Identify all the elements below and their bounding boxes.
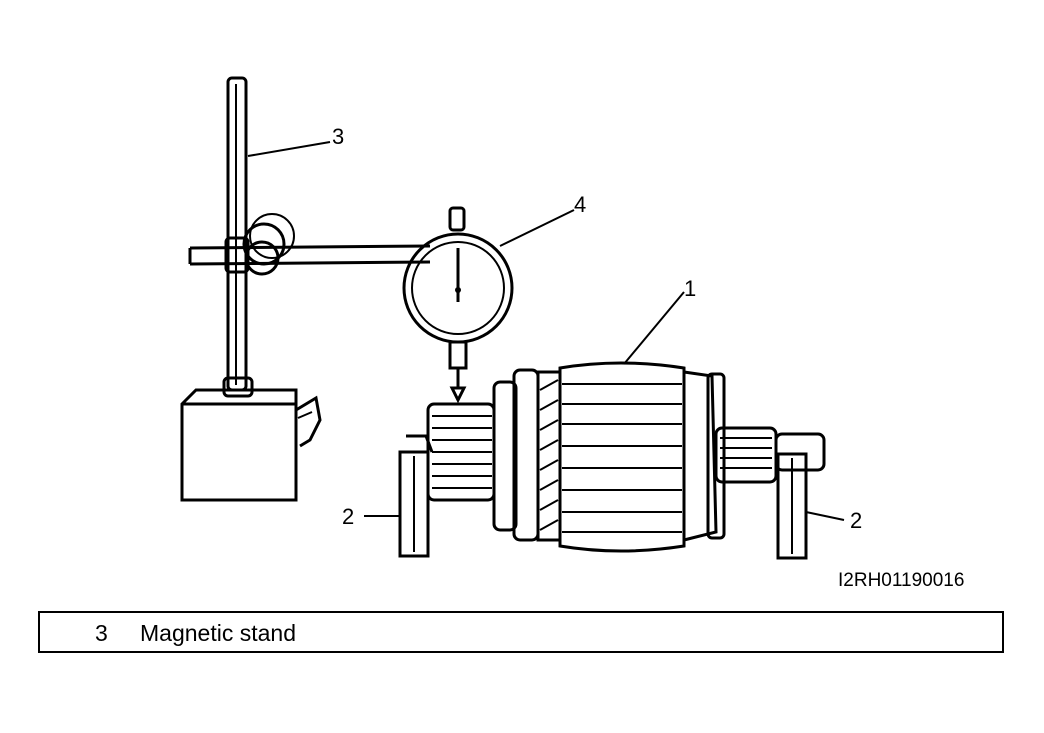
legend-description: Magnetic stand	[140, 620, 296, 646]
legend-number: 3	[95, 620, 108, 646]
label-4: 4	[574, 192, 586, 217]
label-2-right: 2	[850, 508, 862, 533]
legend-table: 3 Magnetic stand	[38, 611, 1004, 653]
v-block-left	[398, 434, 434, 558]
figure-id: I2RH01190016	[838, 570, 964, 591]
label-3: 3	[332, 124, 344, 149]
v-block-right	[776, 452, 808, 560]
label-1: 1	[684, 276, 696, 301]
dial-indicator	[402, 206, 514, 404]
label-2-left: 2	[342, 504, 354, 529]
magnetic-stand	[180, 76, 431, 502]
armature	[426, 361, 826, 553]
leader-lines	[247, 141, 845, 521]
